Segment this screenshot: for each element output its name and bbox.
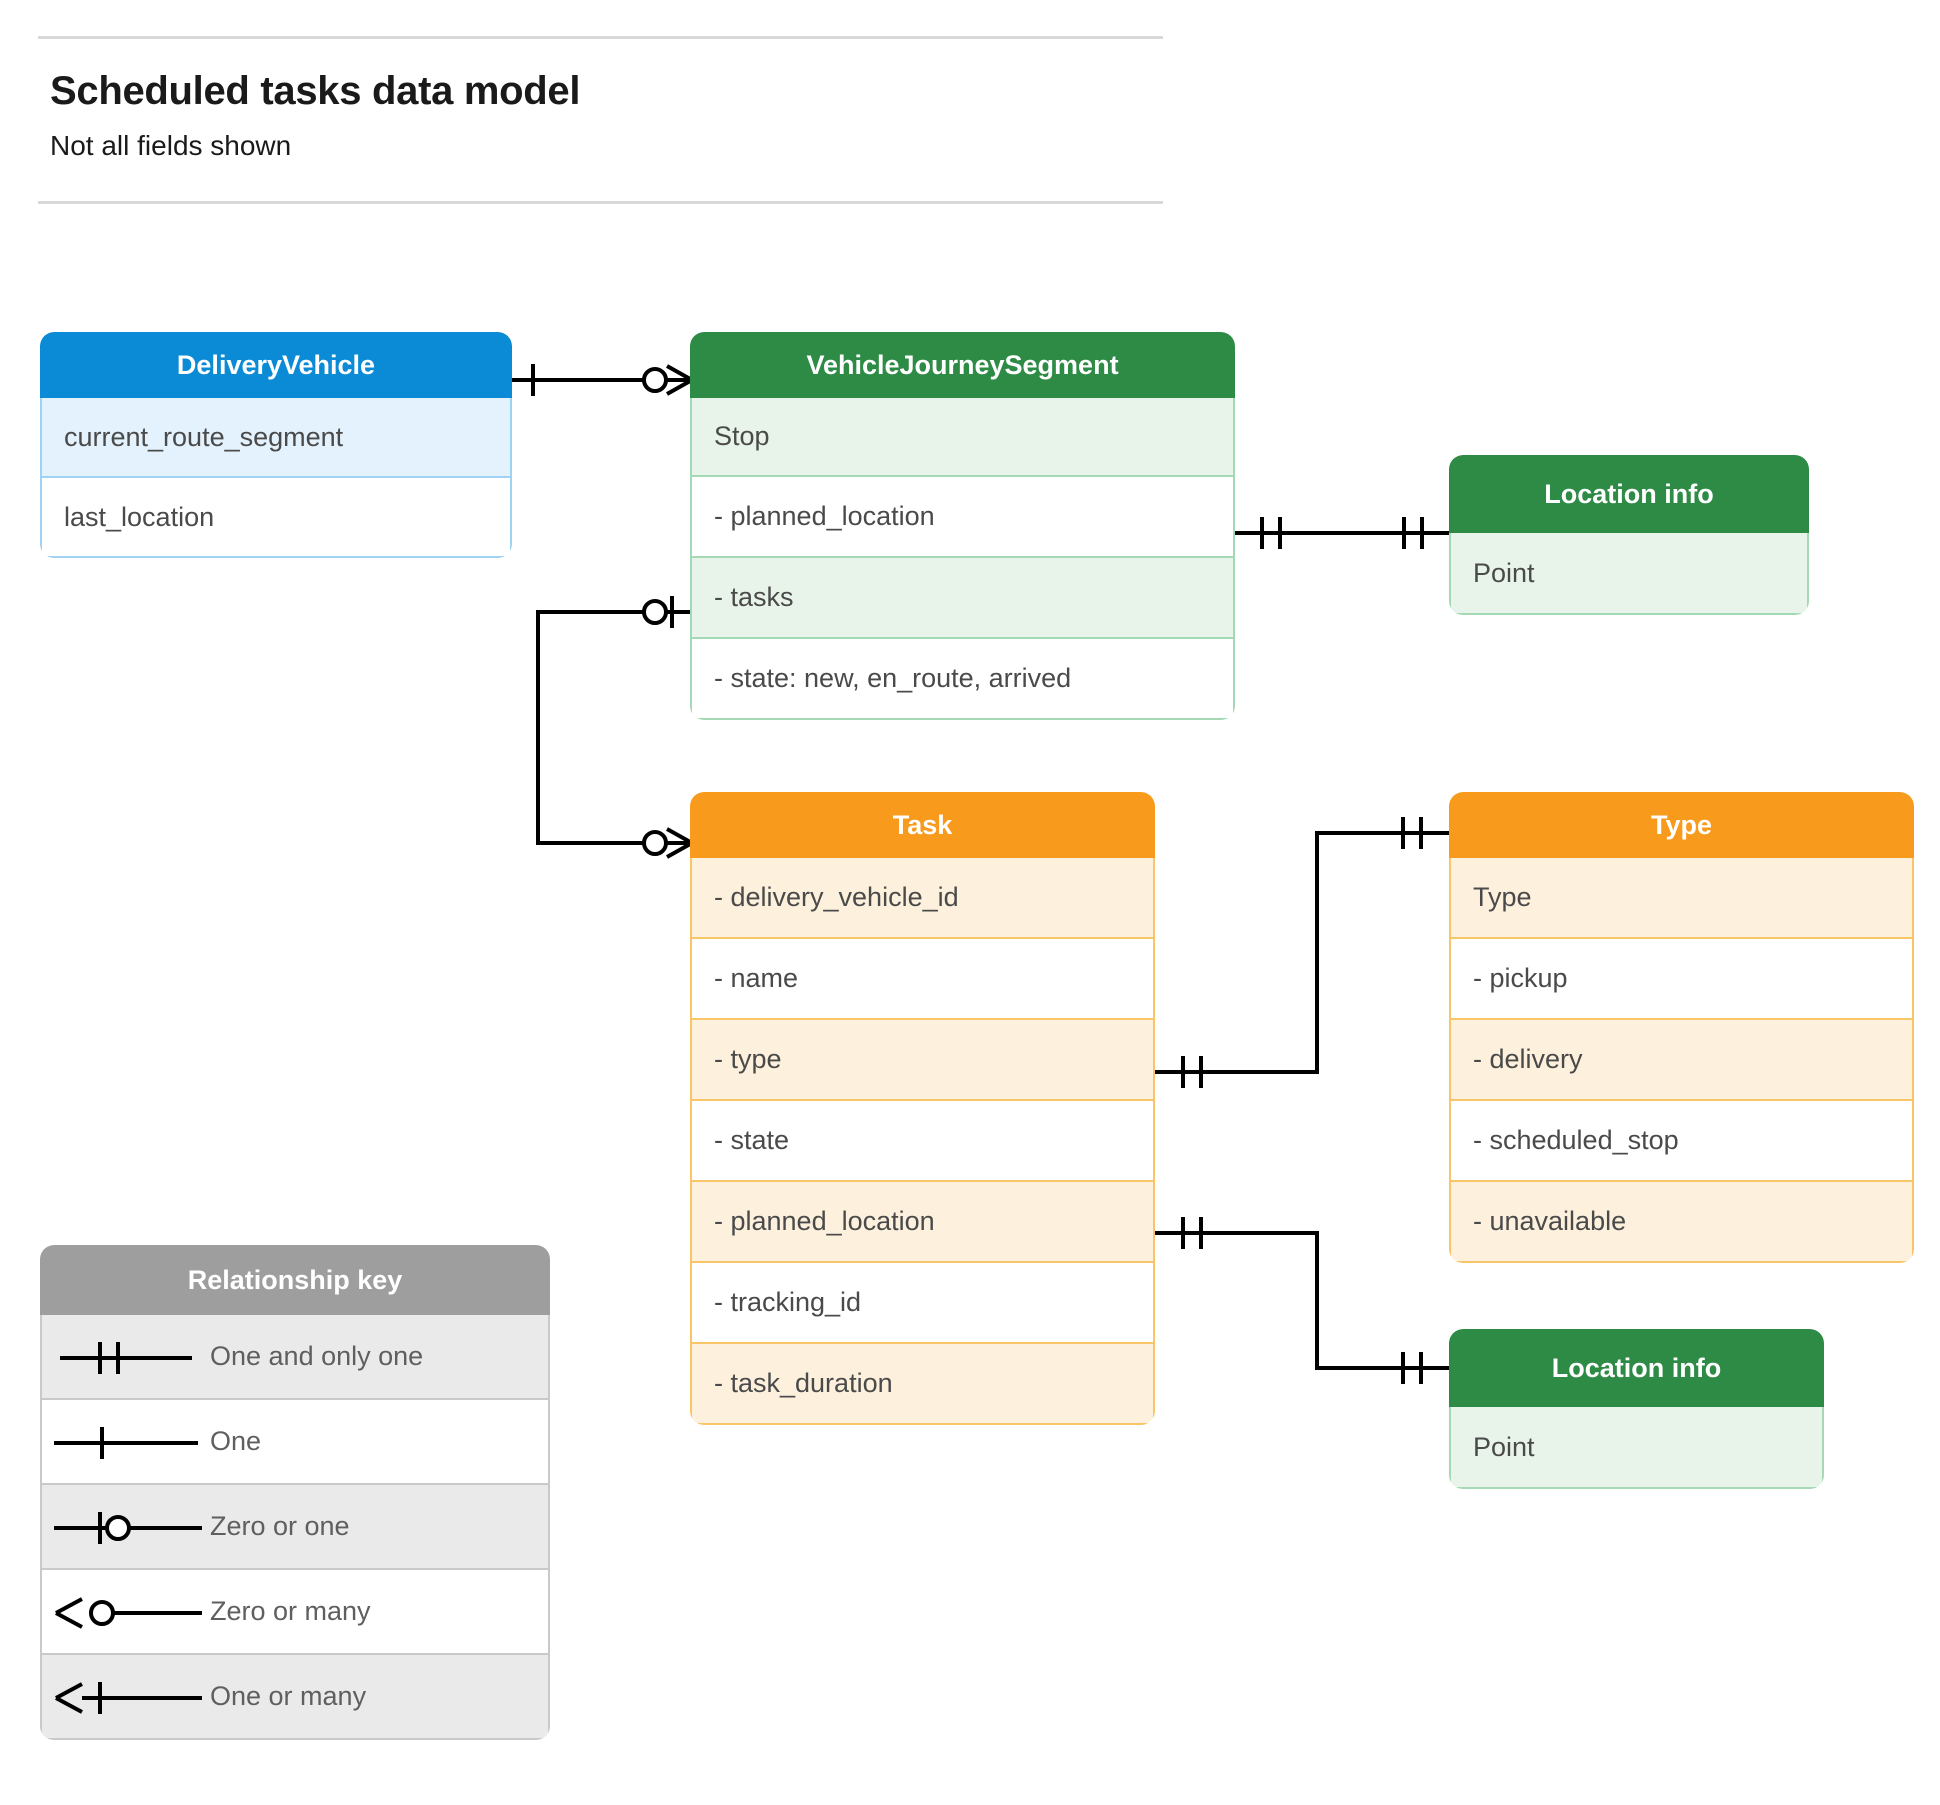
field-type: - type xyxy=(690,1020,1155,1101)
field-name: - name xyxy=(690,939,1155,1020)
page-title: Scheduled tasks data model xyxy=(50,69,581,113)
one-symbol xyxy=(42,1400,210,1483)
legend-label-one-and-only-one: One and only one xyxy=(210,1341,424,1371)
header-divider-top xyxy=(38,36,1163,39)
legend-label-zero-or-one: Zero or one xyxy=(210,1511,350,1541)
field-type-unavailable: - unavailable xyxy=(1449,1182,1914,1263)
one-and-only-one-symbol xyxy=(42,1315,210,1398)
one-or-many-symbol xyxy=(42,1655,210,1738)
legend-item-one-or-many: One or many xyxy=(40,1655,550,1740)
header-divider-bottom xyxy=(38,201,1163,204)
zero-or-one-symbol xyxy=(42,1485,210,1568)
field-point-bottom: Point xyxy=(1449,1407,1824,1489)
field-state: - state: new, en_route, arrived xyxy=(690,639,1235,720)
field-tracking-id: - tracking_id xyxy=(690,1263,1155,1344)
entity-header-location-info-bottom: Location info xyxy=(1449,1329,1824,1407)
entity-delivery-vehicle[interactable]: DeliveryVehicle current_route_segment la… xyxy=(40,332,512,558)
legend-label-one-or-many: One or many xyxy=(210,1681,367,1711)
legend-item-one: One xyxy=(40,1400,550,1485)
entity-header-vehicle-journey-segment: VehicleJourneySegment xyxy=(690,332,1235,398)
field-state-task: - state xyxy=(690,1101,1155,1182)
legend-item-zero-or-one: Zero or one xyxy=(40,1485,550,1570)
entity-location-info-top[interactable]: Location info Point xyxy=(1449,455,1809,615)
entity-type[interactable]: Type Type - pickup - delivery - schedule… xyxy=(1449,792,1914,1263)
legend-header: Relationship key xyxy=(40,1245,550,1315)
entity-location-info-bottom[interactable]: Location info Point xyxy=(1449,1329,1824,1489)
legend-label-one: One xyxy=(210,1426,262,1456)
entity-header-delivery-vehicle: DeliveryVehicle xyxy=(40,332,512,398)
field-last-location: last_location xyxy=(40,478,512,558)
entity-header-task: Task xyxy=(690,792,1155,858)
entity-header-type: Type xyxy=(1449,792,1914,858)
field-tasks: - tasks xyxy=(690,558,1235,639)
entity-vehicle-journey-segment[interactable]: VehicleJourneySegment Stop - planned_loc… xyxy=(690,332,1235,720)
field-type-pickup: - pickup xyxy=(1449,939,1914,1020)
field-stop: Stop xyxy=(690,398,1235,477)
field-current-route-segment: current_route_segment xyxy=(40,398,512,478)
field-type-delivery: - delivery xyxy=(1449,1020,1914,1101)
legend-label-zero-or-many: Zero or many xyxy=(210,1596,371,1626)
entity-task[interactable]: Task - delivery_vehicle_id - name - type… xyxy=(690,792,1155,1425)
legend-item-zero-or-many: Zero or many xyxy=(40,1570,550,1655)
field-planned-location: - planned_location xyxy=(690,477,1235,558)
legend-item-one-and-only-one: One and only one xyxy=(40,1315,550,1400)
field-point-top: Point xyxy=(1449,533,1809,615)
entity-header-location-info-top: Location info xyxy=(1449,455,1809,533)
field-planned-location-task: - planned_location xyxy=(690,1182,1155,1263)
field-type-scheduled-stop: - scheduled_stop xyxy=(1449,1101,1914,1182)
field-delivery-vehicle-id: - delivery_vehicle_id xyxy=(690,858,1155,939)
page-subtitle: Not all fields shown xyxy=(50,130,292,161)
field-task-duration: - task_duration xyxy=(690,1344,1155,1425)
zero-or-many-symbol xyxy=(42,1570,210,1653)
field-type-label: Type xyxy=(1449,858,1914,939)
legend-relationship-key[interactable]: Relationship key One and only one xyxy=(40,1245,550,1740)
